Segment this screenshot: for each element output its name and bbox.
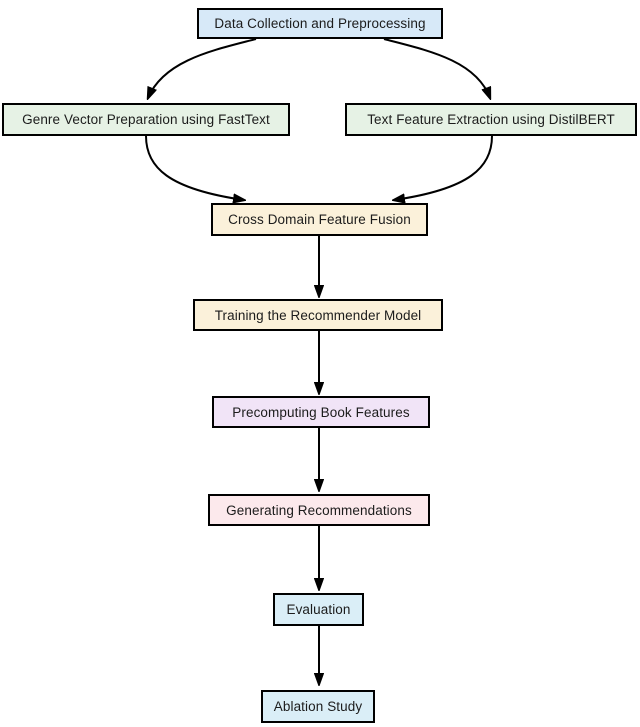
node-genre-vector-label: Genre Vector Preparation using FastText xyxy=(22,112,270,127)
node-training: Training the Recommender Model xyxy=(193,299,443,331)
node-cross-domain: Cross Domain Feature Fusion xyxy=(211,203,428,236)
edge-data-collection-to-genre-vector xyxy=(148,38,257,98)
node-evaluation-label: Evaluation xyxy=(286,602,351,617)
node-text-feature-label: Text Feature Extraction using DistilBERT xyxy=(367,112,615,127)
node-training-label: Training the Recommender Model xyxy=(214,307,422,323)
node-data-collection: Data Collection and Preprocessing xyxy=(197,8,443,39)
node-data-collection-label: Data Collection and Preprocessing xyxy=(214,16,426,31)
node-precomputing: Precomputing Book Features xyxy=(212,396,430,428)
node-text-feature: Text Feature Extraction using DistilBERT xyxy=(345,103,637,136)
node-generating: Generating Recommendations xyxy=(208,494,430,526)
node-cross-domain-label: Cross Domain Feature Fusion xyxy=(228,212,411,227)
node-genre-vector: Genre Vector Preparation using FastText xyxy=(2,103,290,136)
node-evaluation: Evaluation xyxy=(273,593,364,626)
node-precomputing-label: Precomputing Book Features xyxy=(232,404,410,420)
node-ablation-label: Ablation Study xyxy=(273,699,363,714)
node-generating-label: Generating Recommendations xyxy=(226,502,412,518)
edge-data-collection-to-text-feature xyxy=(383,38,490,98)
edge-text-feature-to-cross-domain xyxy=(394,135,493,200)
edge-genre-vector-to-cross-domain xyxy=(145,135,244,200)
node-ablation: Ablation Study xyxy=(261,690,375,723)
